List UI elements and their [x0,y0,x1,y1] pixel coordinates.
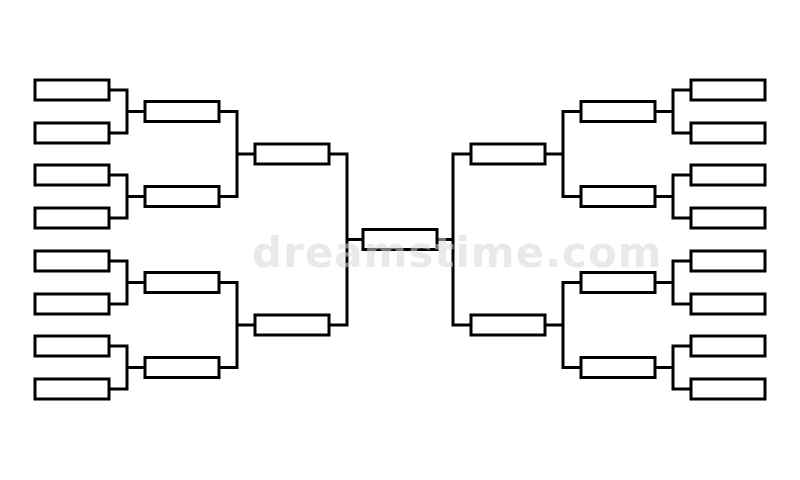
left-round1-slot-3 [33,163,111,187]
left-round1-connector-4 [107,344,147,391]
right-round1-connector-2 [653,173,693,220]
right-round2-slot-3 [579,271,657,294]
left-round3-slot-2 [253,313,331,337]
right-round3-slot-1 [469,142,547,166]
left-round1-slot-6 [33,292,111,316]
left-round2-connector-2 [217,281,257,369]
right-round1-slot-8 [689,377,767,401]
left-round3-slot-1 [253,142,331,166]
left-round1-slot-2 [33,121,111,145]
left-round1-slot-8 [33,377,111,401]
right-round2-connector-1 [543,110,583,198]
left-round1-connector-2 [107,173,147,220]
right-round1-connector-3 [653,259,693,306]
right-round2-slot-1 [579,100,657,123]
right-round2-slot-2 [579,185,657,208]
left-round1-slot-5 [33,249,111,273]
right-round2-slot-4 [579,356,657,379]
right-round1-slot-4 [689,206,767,230]
right-round3-slot-2 [469,313,547,337]
left-round2-connector-1 [217,110,257,198]
right-round1-slot-3 [689,163,767,187]
left-round2-slot-3 [143,271,221,294]
left-round2-slot-1 [143,100,221,123]
left-round1-slot-1 [33,78,111,102]
right-round1-slot-6 [689,292,767,316]
right-round2-connector-2 [543,281,583,369]
right-round1-connector-1 [653,88,693,135]
left-round1-slot-7 [33,334,111,358]
right-round3-connector [435,152,473,327]
left-round1-connector-1 [107,88,147,135]
right-round1-connector-4 [653,344,693,391]
right-round1-slot-2 [689,121,767,145]
right-round1-slot-7 [689,334,767,358]
left-round1-connector-3 [107,259,147,306]
left-round3-connector [327,152,365,327]
left-round1-slot-4 [33,206,111,230]
final-slot [361,228,439,251]
left-round2-slot-2 [143,185,221,208]
left-round2-slot-4 [143,356,221,379]
right-round1-slot-1 [689,78,767,102]
right-round1-slot-5 [689,249,767,273]
